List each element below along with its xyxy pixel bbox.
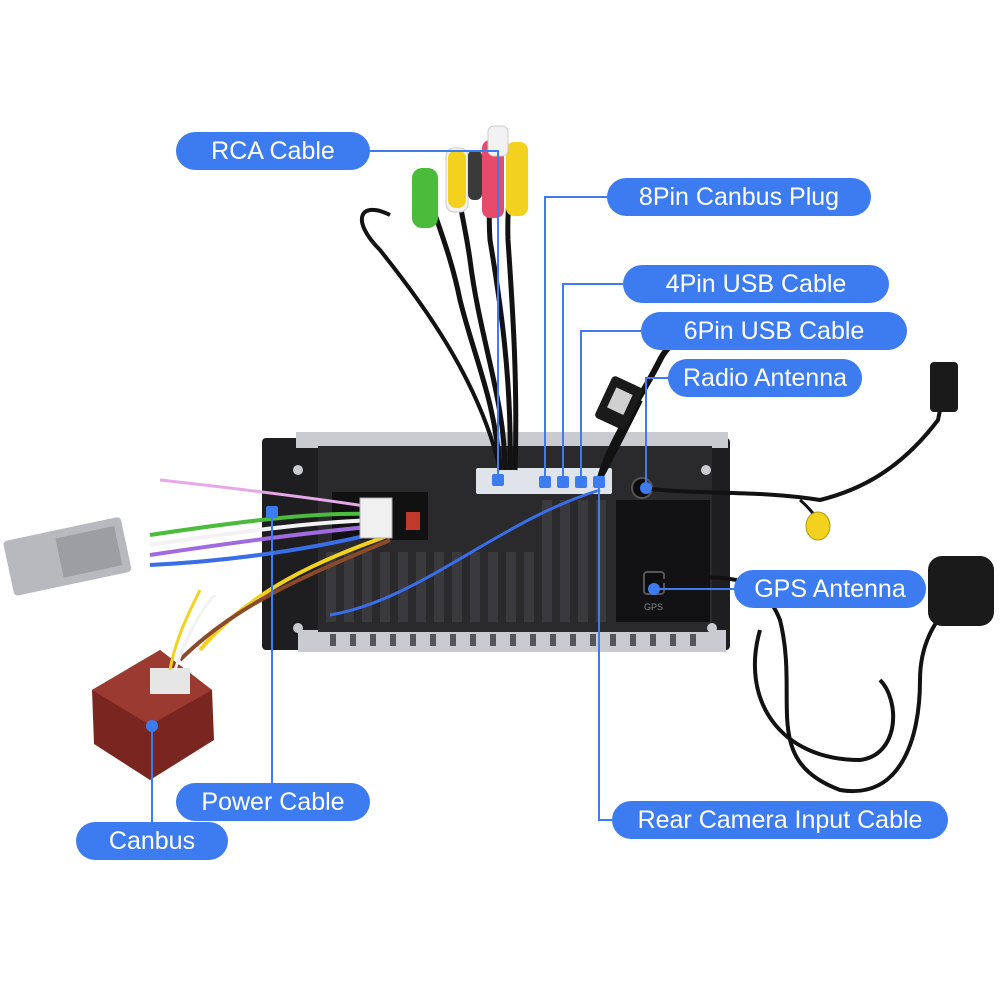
- callout-radio-antenna: Radio Antenna: [668, 359, 862, 397]
- gps-antenna-puck: [928, 556, 994, 626]
- callout-rca-cable: RCA Cable: [176, 132, 370, 170]
- callout-canbus: Canbus: [76, 822, 228, 860]
- rca-cable-bundle: [359, 125, 528, 471]
- callout-label: Canbus: [108, 827, 196, 855]
- fuse: [406, 512, 420, 530]
- front-vent-slots: [330, 634, 696, 646]
- callout-label: GPS Antenna: [754, 575, 906, 603]
- radio-antenna-cable: [641, 362, 958, 541]
- callout-6pin-usb-cable: 6Pin USB Cable: [641, 312, 907, 350]
- harness-plug-white: [359, 497, 393, 539]
- callout-label: Power Cable: [201, 788, 345, 816]
- rca-plug-dark: [468, 150, 482, 200]
- callout-rear-camera-input-cable: Rear Camera Input Cable: [612, 801, 948, 839]
- callout-label: Radio Antenna: [682, 364, 848, 392]
- callout-8pin-canbus-plug: 8Pin Canbus Plug: [607, 178, 871, 216]
- leader-lines: [151, 150, 734, 835]
- leader-dots: [146, 474, 660, 732]
- callout-label: 4Pin USB Cable: [665, 270, 847, 298]
- callout-label: 6Pin USB Cable: [683, 317, 865, 345]
- callout-power-cable: Power Cable: [176, 783, 370, 821]
- gps-port-panel: [616, 500, 710, 622]
- canbus-box: [92, 589, 217, 780]
- heat-sink-fins: [326, 500, 606, 622]
- iso-connector: [3, 517, 132, 596]
- rca-plug-green: [412, 168, 438, 228]
- rca-plug-yellow: [448, 150, 466, 208]
- callout-label: RCA Cable: [211, 137, 335, 165]
- gps-port-mark: GPS: [644, 602, 663, 612]
- callout-4pin-usb-cable: 4Pin USB Cable: [623, 265, 889, 303]
- power-harness: [3, 478, 601, 662]
- callout-gps-antenna: GPS Antenna: [734, 570, 926, 608]
- radio-antenna-plug: [930, 362, 958, 412]
- usb-cables: [595, 322, 702, 480]
- mounting-holes: [293, 465, 717, 633]
- callout-label: Rear Camera Input Cable: [637, 806, 923, 834]
- rca-plug-yellow-2: [506, 142, 528, 216]
- callout-label: 8Pin Canbus Plug: [638, 183, 840, 211]
